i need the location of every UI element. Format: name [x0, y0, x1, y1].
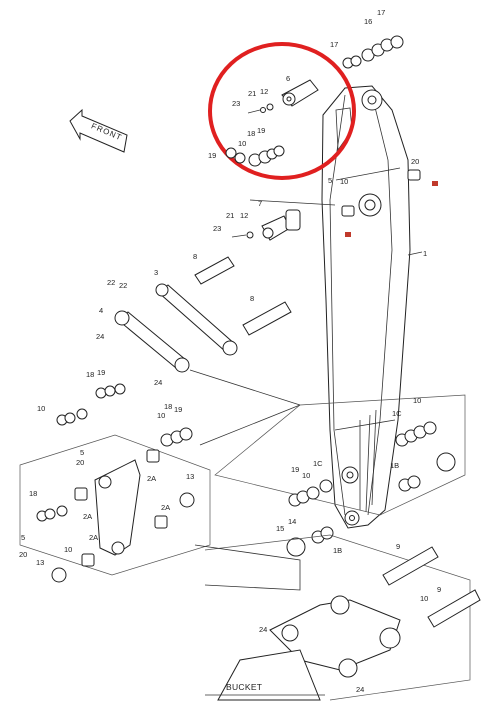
part-label: 19 [257, 126, 265, 135]
part-number-labels: 1 3 4 5 5 5 6 7 8 8 9 9 10 10 10 10 10 1… [19, 8, 441, 694]
part-label: 5 [21, 533, 25, 542]
part-label: 24 [154, 378, 162, 387]
part-label: 24 [259, 625, 267, 634]
bucket-label: BUCKET [226, 682, 262, 692]
part-label: 23 [213, 224, 221, 233]
part-label: 19 [208, 151, 216, 160]
part-label: 24 [356, 685, 364, 694]
part-label: 2A [147, 474, 156, 483]
part-label: 1C [313, 459, 323, 468]
front-arrow: FRONT [69, 108, 128, 153]
part-label: 12 [260, 87, 268, 96]
part-label: 21 [248, 89, 256, 98]
marker-square [432, 181, 438, 186]
part-label: 23 [232, 99, 240, 108]
part-label: 18 [164, 402, 172, 411]
part-label: 14 [288, 517, 296, 526]
boom-top-bushings [341, 35, 438, 237]
part-label: 19 [97, 368, 105, 377]
highlight-circle [208, 42, 356, 180]
part-label: 24 [96, 332, 104, 341]
part-label: 20 [76, 458, 84, 467]
part-label: 1B [390, 461, 399, 470]
part-label: 20 [411, 157, 419, 166]
bucket-assembly [204, 534, 481, 701]
part-label: 12 [240, 211, 248, 220]
part-label: 8 [250, 294, 254, 303]
lower-bushings-right [214, 394, 466, 557]
part-label: 4 [99, 306, 103, 315]
link-2a-box [19, 434, 211, 583]
part-label: 6 [286, 74, 290, 83]
part-label: 21 [226, 211, 234, 220]
part-label: 2A [161, 503, 170, 512]
part-label: 10 [37, 404, 45, 413]
arm-links [114, 256, 292, 373]
part-label: 2A [83, 512, 92, 521]
pin-6-assembly [225, 79, 319, 167]
part-label: 3 [154, 268, 158, 277]
part-label: 1C [392, 409, 402, 418]
part-label: 10 [157, 411, 165, 420]
part-label: 15 [276, 524, 284, 533]
part-label: 10 [340, 177, 348, 186]
part-label: 13 [36, 558, 44, 567]
part-label: 9 [437, 585, 441, 594]
part-label: 10 [413, 396, 421, 405]
part-label: 1 [423, 249, 427, 258]
part-label: 5 [328, 176, 332, 185]
marker-square [345, 232, 351, 237]
pin-7-assembly [231, 209, 301, 241]
part-label: 10 [420, 594, 428, 603]
leader-lines [189, 199, 423, 591]
part-label: 8 [193, 252, 197, 261]
part-label: 9 [396, 542, 400, 551]
boom-assembly [321, 85, 411, 529]
part-label: 18 [86, 370, 94, 379]
part-label: 7 [258, 199, 262, 208]
part-label: 22 [119, 281, 127, 290]
washer-groups-left [36, 383, 193, 522]
part-label: 10 [238, 139, 246, 148]
part-label: 17 [330, 40, 338, 49]
part-label: 10 [302, 471, 310, 480]
part-label: 17 [377, 8, 385, 17]
part-label: 18 [29, 489, 37, 498]
part-label: 19 [174, 405, 182, 414]
part-label: 16 [364, 17, 372, 26]
part-label: 13 [186, 472, 194, 481]
part-label: 1B [333, 546, 342, 555]
part-label: 5 [80, 448, 84, 457]
part-label: 10 [64, 545, 72, 554]
part-label: 18 [247, 129, 255, 138]
part-label: 22 [107, 278, 115, 287]
part-label: 19 [291, 465, 299, 474]
part-label: 2A [89, 533, 98, 542]
part-label: 20 [19, 550, 27, 559]
